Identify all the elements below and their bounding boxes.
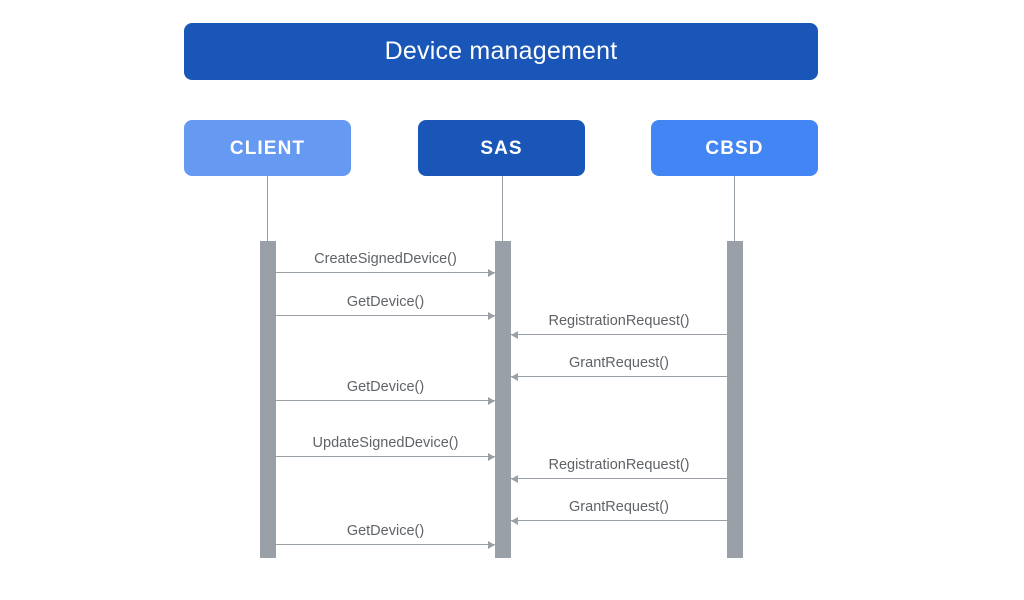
- arrowhead-left-icon: [511, 330, 518, 339]
- participant-box-cbsd[interactable]: CBSD: [651, 120, 818, 176]
- diagram-title-banner: Device management: [184, 23, 818, 80]
- message-line-4: [511, 376, 727, 377]
- activation-bar-client: [260, 241, 276, 558]
- message-line-6: [276, 456, 495, 457]
- participant-box-client[interactable]: CLIENT: [184, 120, 351, 176]
- message-label-3: RegistrationRequest(): [548, 312, 690, 329]
- message-label-2: GetDevice(): [346, 293, 425, 310]
- participant-box-sas[interactable]: SAS: [418, 120, 585, 176]
- lifeline-sas: [502, 176, 503, 242]
- arrowhead-left-icon: [511, 372, 518, 381]
- lifeline-client: [267, 176, 268, 242]
- participant-label-sas: SAS: [480, 137, 523, 159]
- message-label-6: UpdateSignedDevice(): [312, 434, 459, 451]
- participant-label-client: CLIENT: [229, 137, 306, 159]
- message-line-3: [511, 334, 727, 335]
- diagram-title-text: Device management: [384, 37, 618, 65]
- message-line-1: [276, 272, 495, 273]
- lifeline-cbsd: [734, 176, 735, 242]
- arrowhead-right-icon: [488, 396, 495, 405]
- arrowhead-right-icon: [488, 311, 495, 320]
- message-line-2: [276, 315, 495, 316]
- message-label-7: RegistrationRequest(): [548, 456, 690, 473]
- message-label-9: GetDevice(): [346, 522, 425, 539]
- arrowhead-right-icon: [488, 540, 495, 549]
- message-line-8: [511, 520, 727, 521]
- message-label-4: GrantRequest(): [569, 354, 669, 371]
- arrowhead-right-icon: [488, 452, 495, 461]
- activation-bar-cbsd: [727, 241, 743, 558]
- arrowhead-right-icon: [488, 268, 495, 277]
- arrowhead-left-icon: [511, 474, 518, 483]
- activation-bar-sas: [495, 241, 511, 558]
- participant-label-cbsd: CBSD: [705, 137, 764, 159]
- message-line-5: [276, 400, 495, 401]
- arrowhead-left-icon: [511, 516, 518, 525]
- message-label-8: GrantRequest(): [569, 498, 669, 515]
- message-label-1: CreateSignedDevice(): [314, 250, 457, 267]
- message-line-7: [511, 478, 727, 479]
- message-line-9: [276, 544, 495, 545]
- message-label-5: GetDevice(): [346, 378, 425, 395]
